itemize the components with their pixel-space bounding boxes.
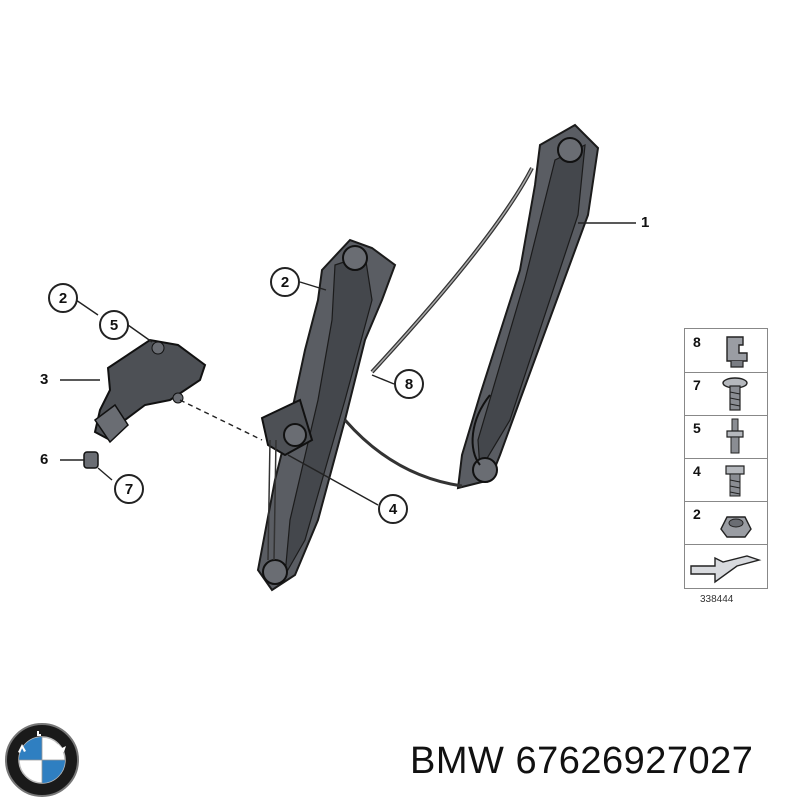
bmw-roundel-icon — [5, 723, 79, 797]
fastener-legend: 8 7 5 4 — [684, 328, 768, 589]
legend-row-2: 2 — [685, 501, 767, 545]
legend-number: 5 — [693, 420, 701, 436]
part-caption: BMW 67626927027 — [410, 740, 753, 783]
washer-screw-icon — [722, 377, 748, 411]
window-motor — [93, 338, 207, 442]
callout-8: 8 — [394, 369, 424, 399]
legend-number: 8 — [693, 334, 701, 350]
legend-number: 7 — [693, 377, 701, 393]
callout-6: 6 — [40, 451, 49, 468]
legend-number: 4 — [693, 463, 701, 479]
legend-number: 2 — [693, 506, 701, 522]
motor-grommet — [83, 451, 99, 469]
callout-3: 3 — [40, 371, 49, 388]
direction-arrow-icon — [690, 555, 762, 584]
callout-1: 1 — [641, 214, 650, 231]
legend-row-7: 7 — [685, 372, 767, 416]
callout-2-motor: 2 — [48, 283, 78, 313]
leader-lines — [60, 222, 636, 506]
callout-5: 5 — [99, 310, 129, 340]
legend-row-8: 8 — [685, 329, 767, 373]
hex-screw-icon — [725, 465, 745, 497]
clip-icon — [726, 336, 748, 368]
brand-name: BMW — [410, 740, 505, 782]
stud-bolt-icon — [726, 418, 744, 454]
hex-nut-icon — [720, 516, 752, 538]
callout-4: 4 — [378, 494, 408, 524]
diagram-reference-number: 338444 — [700, 594, 734, 605]
callout-2-rail: 2 — [270, 267, 300, 297]
callout-7: 7 — [114, 474, 144, 504]
legend-row-5: 5 — [685, 415, 767, 459]
legend-row-4: 4 — [685, 458, 767, 502]
part-number: 67626927027 — [515, 740, 754, 782]
